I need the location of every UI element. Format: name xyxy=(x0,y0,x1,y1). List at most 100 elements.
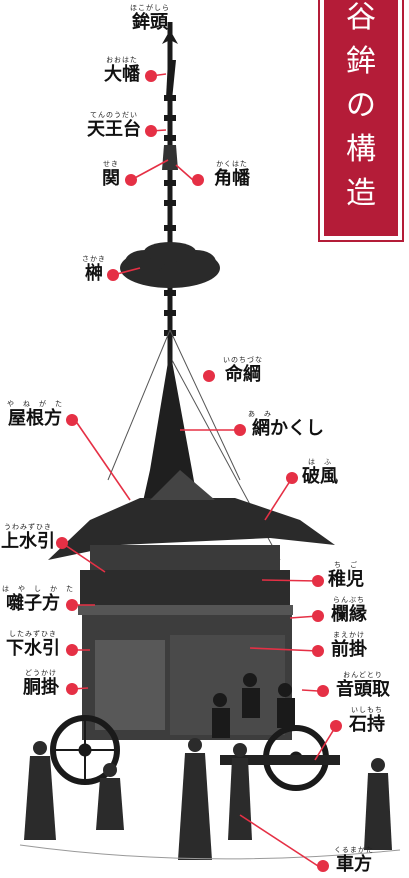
label-text: 破風 xyxy=(302,466,338,487)
label-doukake: どうかけ 胴掛 xyxy=(18,669,64,699)
title-char: 谷 xyxy=(346,0,376,35)
label-text: 音頭取 xyxy=(336,679,390,700)
dot-doukake xyxy=(66,683,78,695)
ruby: いしもち xyxy=(351,706,383,714)
label-maekake: まえかけ 前掛 xyxy=(326,631,372,661)
label-text: 天王台 xyxy=(87,119,141,140)
dot-uwamizuhiki xyxy=(56,537,68,549)
label-tennoudai: てんのうだい 天王台 xyxy=(80,111,148,141)
label-hafu: は ふ 破風 xyxy=(298,458,342,488)
label-seki: せき 関 xyxy=(96,160,126,190)
dot-chigo xyxy=(312,575,324,587)
dot-hafu xyxy=(286,472,298,484)
ruby: あ み xyxy=(248,410,272,418)
dot-oohata xyxy=(145,70,157,82)
ground-shadow xyxy=(19,844,401,860)
tennoudai-figure xyxy=(162,145,178,170)
label-ranbuchi: らんぶち 欄縁 xyxy=(326,596,372,626)
sakaki-foliage xyxy=(120,242,220,288)
dot-tennoudai xyxy=(145,125,157,137)
label-text: 石持 xyxy=(349,714,385,735)
label-sakaki: さかき 榊 xyxy=(80,255,108,285)
label-yanegata: や ね が た 屋根方 xyxy=(4,400,66,430)
side-panel xyxy=(95,640,165,730)
ruby: は ふ xyxy=(308,458,332,466)
ruby: や ね が た xyxy=(7,400,63,408)
title-char: 造 xyxy=(346,176,376,211)
dot-shitamizuhiki xyxy=(66,644,78,656)
label-text: 大幡 xyxy=(104,64,140,85)
label-text: 車方 xyxy=(336,854,372,875)
label-amikakushi: あ み 網かくし xyxy=(248,410,328,440)
dot-ranbuchi xyxy=(312,610,324,622)
ruby: どうかけ xyxy=(25,669,57,677)
label-text: 稚児 xyxy=(328,569,364,590)
ruby: したみずひき xyxy=(9,630,57,638)
ruby: うわみずひき xyxy=(4,523,52,531)
title-box: 谷鉾の構造 xyxy=(318,0,404,242)
label-ondotori: おんどとり 音頭取 xyxy=(331,671,395,701)
label-text: 網かくし xyxy=(252,418,324,439)
ruby: は や し か た xyxy=(2,585,74,593)
ruby: ち ご xyxy=(334,561,358,569)
leader-lines xyxy=(61,73,337,867)
label-text: 命綱 xyxy=(225,364,261,385)
ruby: おんどとり xyxy=(343,671,383,679)
label-text: 関 xyxy=(102,168,120,189)
roof xyxy=(48,498,335,560)
balcony-rail xyxy=(78,605,293,615)
label-inochizuna: いのちづな 命綱 xyxy=(218,356,268,386)
title-char: 鉾 xyxy=(346,44,376,79)
label-ishimochi: いしもち 石持 xyxy=(344,706,390,736)
page-title: 谷鉾の構造 xyxy=(324,0,398,216)
label-hayashikata: は や し か た 囃子方 xyxy=(2,585,74,615)
title-char: 構 xyxy=(346,132,376,167)
ruby: くるまかた xyxy=(334,846,374,854)
label-shitamizuhiki: したみずひき 下水引 xyxy=(2,630,64,660)
ruby: せき xyxy=(103,160,119,168)
title-background: 谷鉾の構造 xyxy=(324,0,398,236)
label-text: 囃子方 xyxy=(6,593,60,614)
ruby: さかき xyxy=(82,255,106,263)
label-text: 前掛 xyxy=(331,639,367,660)
dot-ondotori xyxy=(317,685,329,697)
label-text: 屋根方 xyxy=(8,408,62,429)
halberd-head xyxy=(162,30,178,44)
ruby: ほこがしら xyxy=(130,4,170,12)
label-hokogashira: ほこがしら 鉾頭 xyxy=(118,4,182,34)
label-kakuhata: かくはた 角幡 xyxy=(206,160,258,190)
label-text: 欄縁 xyxy=(331,604,367,625)
dot-seki xyxy=(125,174,137,186)
label-kurumakata: くるまかた 車方 xyxy=(331,846,377,876)
musician-row xyxy=(80,570,290,610)
leader-dots xyxy=(56,70,342,872)
title-char: の xyxy=(346,88,376,123)
label-uwamizuhiki: うわみずひき 上水引 xyxy=(0,523,56,553)
dot-sakaki xyxy=(107,269,119,281)
ruby: いのちづな xyxy=(223,356,263,364)
dot-amikakushi xyxy=(234,424,246,436)
ruby: おおはた xyxy=(106,56,138,64)
dot-kakuhata xyxy=(192,174,204,186)
front-figures xyxy=(212,673,295,738)
label-oohata: おおはた 大幡 xyxy=(96,56,148,86)
label-text: 上水引 xyxy=(1,531,55,552)
ruby: てんのうだい xyxy=(90,111,138,119)
label-text: 下水引 xyxy=(6,638,60,659)
ground-people xyxy=(24,738,392,860)
dot-inochizuna xyxy=(203,370,215,382)
dot-yanegata xyxy=(66,414,78,426)
spire-cover xyxy=(140,350,200,515)
ruby: かくはた xyxy=(216,160,248,168)
label-text: 鉾頭 xyxy=(132,12,168,33)
gable xyxy=(150,470,215,500)
dot-maekake xyxy=(312,645,324,657)
dot-hayashikata xyxy=(66,599,78,611)
label-text: 胴掛 xyxy=(23,677,59,698)
ruby: らんぶち xyxy=(332,596,366,604)
big-banner xyxy=(166,60,176,100)
beam xyxy=(220,755,340,765)
dot-ishimochi xyxy=(330,720,342,732)
